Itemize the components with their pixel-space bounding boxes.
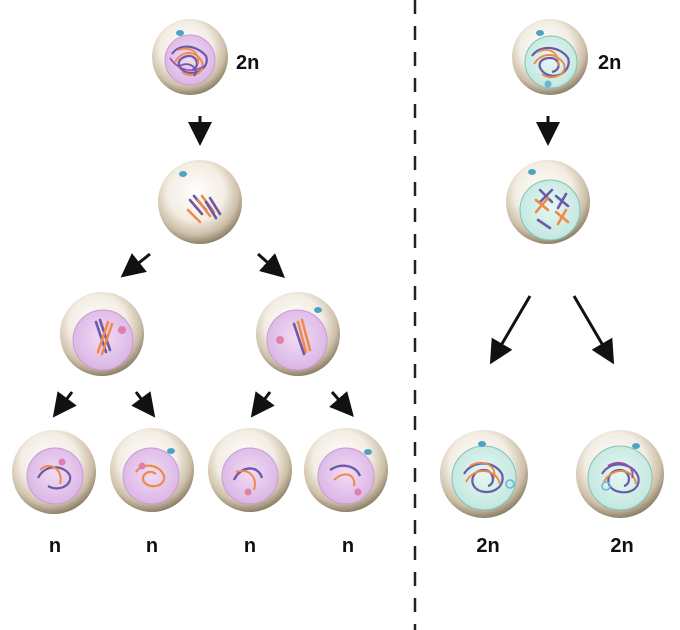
meiosis-daughter-cell-2	[110, 428, 194, 512]
mitosis-arrow-2-right	[572, 295, 615, 365]
meiosis-daughter-ploidy-label-3: n	[243, 535, 257, 557]
meiosis-daughter-cell-4	[304, 428, 388, 512]
meiosis-arrow-3-c	[250, 391, 275, 418]
centrosome-icon	[478, 441, 486, 447]
meiosis-daughter-ploidy-label-1: n	[48, 535, 62, 557]
meiosis-daughter-cell-3	[208, 428, 292, 512]
centrosome-icon	[528, 169, 536, 175]
meiosis-intermediate-cell-right	[256, 292, 340, 376]
meiosis-arrow-3-d	[329, 391, 354, 418]
centrosome-icon	[176, 30, 184, 36]
meiosis-daughter-cell-1	[12, 430, 96, 514]
mitosis-daughter-cell-1	[440, 430, 528, 518]
meiosis-daughter-ploidy-label-4: n	[341, 535, 355, 557]
meiosis-arrow-2-left	[120, 252, 151, 278]
meiosis-arrow-3-a	[52, 391, 77, 418]
mitosis-parent-cell	[512, 19, 588, 95]
meiosis-parent-cell	[152, 19, 228, 95]
meiosis-parent-ploidy-label: 2n	[236, 52, 260, 74]
meiosis-daughter-ploidy-label-2: n	[145, 535, 159, 557]
mitosis-arrow-2-left	[489, 295, 532, 365]
mitosis-metaphase-cell	[506, 160, 590, 244]
meiosis-arrow-3-b	[131, 391, 156, 418]
centrosome-icon	[179, 171, 187, 177]
mitosis-daughter-ploidy-label-1: 2n	[476, 535, 500, 557]
centrosome-icon	[364, 449, 372, 455]
mitosis-daughter-cell-2	[576, 430, 664, 518]
centrosome-icon	[536, 30, 544, 36]
centrosome-icon	[167, 448, 175, 454]
meiosis-intermediate-cell-left	[60, 292, 144, 376]
centrosome-icon	[632, 443, 640, 449]
meiosis-metaphase-cell	[158, 160, 242, 244]
mitosis-parent-ploidy-label: 2n	[598, 52, 622, 74]
centrosome-icon	[314, 307, 322, 313]
meiosis-arrow-2-right	[257, 252, 285, 278]
mitosis-daughter-ploidy-label-2: 2n	[610, 535, 634, 557]
